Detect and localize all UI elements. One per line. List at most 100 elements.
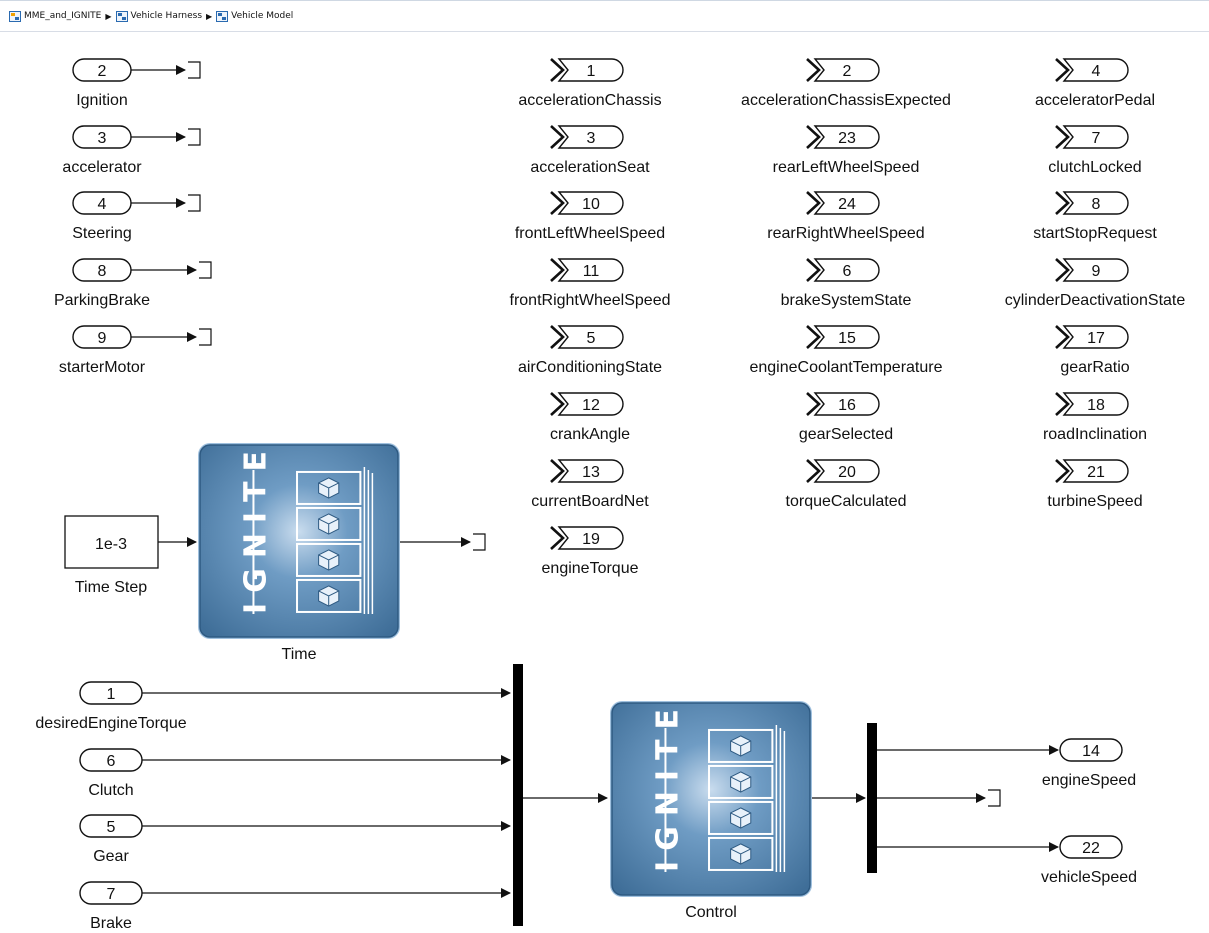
outport-oval[interactable] <box>813 125 880 149</box>
chevron-icon <box>806 459 821 483</box>
outport-oval[interactable] <box>813 58 880 82</box>
chevron-icon <box>550 526 565 550</box>
breadcrumb-item-harness[interactable]: Vehicle Harness <box>115 10 202 22</box>
block-body[interactable] <box>611 702 811 896</box>
outport-oval[interactable] <box>813 459 880 483</box>
inport-label: starterMotor <box>59 359 146 376</box>
outport-label: accelerationChassis <box>518 92 661 109</box>
outport-oval[interactable] <box>813 392 880 416</box>
breadcrumb-item-model[interactable]: Vehicle Model <box>216 10 293 22</box>
outport-oval[interactable] <box>557 325 624 349</box>
cube-edges <box>730 812 752 829</box>
outport-oval[interactable] <box>557 191 624 215</box>
outport-number: 10 <box>582 196 600 213</box>
outport-oval[interactable] <box>1059 835 1123 859</box>
outport-number: 22 <box>1082 840 1100 857</box>
terminator[interactable] <box>988 789 1001 807</box>
inport-label: Gear <box>93 848 129 865</box>
breadcrumb-item-root[interactable]: MME_and_IGNITE <box>9 10 101 22</box>
outport-oval[interactable] <box>557 392 624 416</box>
outport-oval[interactable] <box>1062 58 1129 82</box>
outport-oval[interactable] <box>557 125 624 149</box>
outport-number: 21 <box>1087 464 1105 481</box>
terminator[interactable] <box>188 194 201 212</box>
outport-number: 9 <box>1092 263 1101 280</box>
constant-box[interactable] <box>64 515 159 569</box>
outport-label: currentBoardNet <box>531 493 649 510</box>
outport-oval[interactable] <box>1062 258 1129 282</box>
outport-oval[interactable] <box>813 258 880 282</box>
outport-oval[interactable] <box>1059 738 1123 762</box>
outport-oval[interactable] <box>1062 325 1129 349</box>
inport-number: 6 <box>107 753 116 770</box>
outport-oval[interactable] <box>557 58 624 82</box>
outport-label: engineCoolantTemperature <box>749 359 942 376</box>
terminator[interactable] <box>188 61 201 79</box>
outport-oval[interactable] <box>1062 459 1129 483</box>
terminator[interactable] <box>199 261 212 279</box>
terminator[interactable] <box>188 128 201 146</box>
cube-edges <box>730 848 752 865</box>
outport-rearLeftWheelSpeed[interactable]: 23 rearLeftWheelSpeed <box>773 125 920 176</box>
outport-number: 11 <box>583 263 600 280</box>
outport-oval[interactable] <box>1062 125 1129 149</box>
terminator[interactable] <box>199 328 212 346</box>
outport-oval[interactable] <box>557 258 624 282</box>
inport-number: 2 <box>98 63 107 80</box>
outport-label: engineTorque <box>542 560 639 577</box>
mux-block[interactable] <box>513 664 523 926</box>
outport-oval[interactable] <box>1062 191 1129 215</box>
outport-oval[interactable] <box>813 325 880 349</box>
outport-oval[interactable] <box>813 191 880 215</box>
inport-label: Steering <box>72 225 132 242</box>
block-body[interactable] <box>199 444 399 638</box>
outport-oval[interactable] <box>1062 392 1129 416</box>
cube-frame <box>296 506 362 541</box>
outport-number: 23 <box>838 130 856 147</box>
outport-oval[interactable] <box>557 459 624 483</box>
outport-oval[interactable] <box>557 526 624 550</box>
outport-number: 5 <box>587 330 596 347</box>
terminator[interactable] <box>473 533 486 551</box>
inport-label: accelerator <box>62 159 142 176</box>
demux-block[interactable] <box>867 723 877 873</box>
outport-label: rearLeftWheelSpeed <box>773 159 920 176</box>
outport-label: engineSpeed <box>1042 772 1136 789</box>
